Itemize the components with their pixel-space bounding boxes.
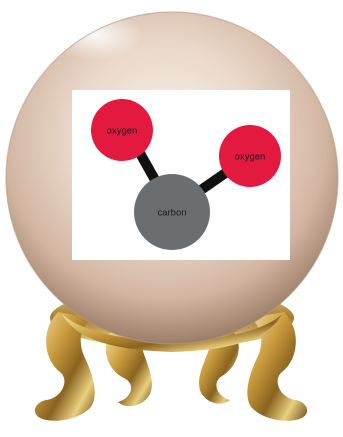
oxygen-right-label: oxygen (235, 152, 266, 163)
oxygen-left-label: oxygen (107, 126, 138, 137)
carbon-label: carbon (157, 208, 186, 219)
